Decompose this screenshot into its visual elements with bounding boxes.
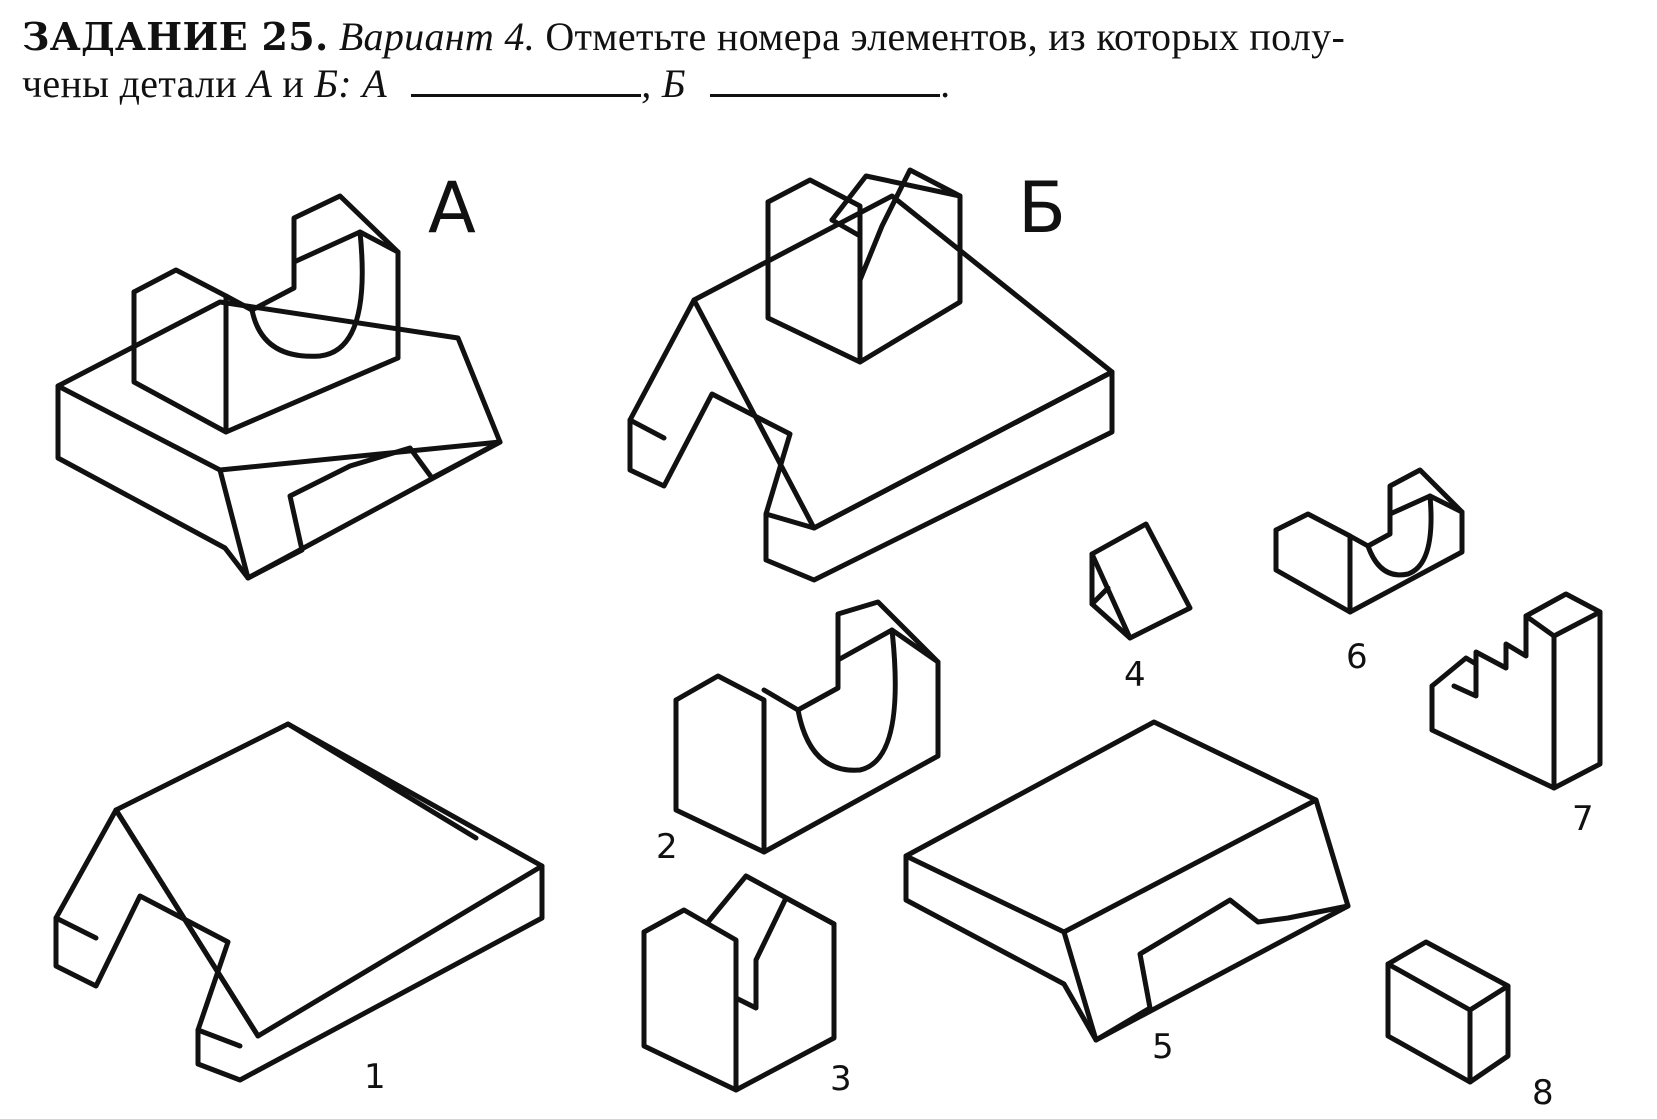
element-number-7: 7 [1572,799,1594,839]
element-numbers: 1 2 3 4 5 6 7 8 [364,637,1594,1113]
element-number-1: 1 [364,1057,386,1097]
element-6 [1273,467,1465,615]
detail-a-drawing: А [55,167,503,581]
element-number-8: 8 [1532,1073,1554,1113]
task-text: ЗАДАНИЕ 25. Вариант 4. Отметьте номера э… [22,14,1632,107]
element-number-5: 5 [1152,1027,1174,1067]
part-a-reference: А [247,61,273,106]
answer-b-blank[interactable] [710,60,941,97]
element-3 [641,873,837,1093]
instruction-text-line2: чены детали [22,61,237,106]
detail-b-drawing: Б [627,167,1115,583]
answer-a-blank[interactable] [411,60,642,97]
element-1 [53,721,545,1083]
part-b-reference: Б [314,61,339,106]
answer-a-label: : А [338,61,387,106]
part-a-label: А [428,167,476,249]
element-number-2: 2 [656,827,678,867]
element-2 [673,599,941,855]
variant-label: Вариант 4. [338,14,535,59]
element-4 [1089,521,1193,641]
element-5 [903,719,1351,1043]
period: . [940,61,951,106]
element-number-3: 3 [830,1059,852,1099]
task-label: ЗАДАНИЕ 25. [22,14,329,59]
element-number-6: 6 [1346,637,1368,677]
instruction-text: Отметьте номера элементов, из которых по… [545,14,1346,59]
conjunction: и [282,61,305,106]
answer-b-label: , Б [641,61,686,106]
element-7 [1429,591,1603,791]
element-number-4: 4 [1124,655,1146,695]
element-8 [1385,939,1511,1085]
part-b-label: Б [1018,167,1066,249]
